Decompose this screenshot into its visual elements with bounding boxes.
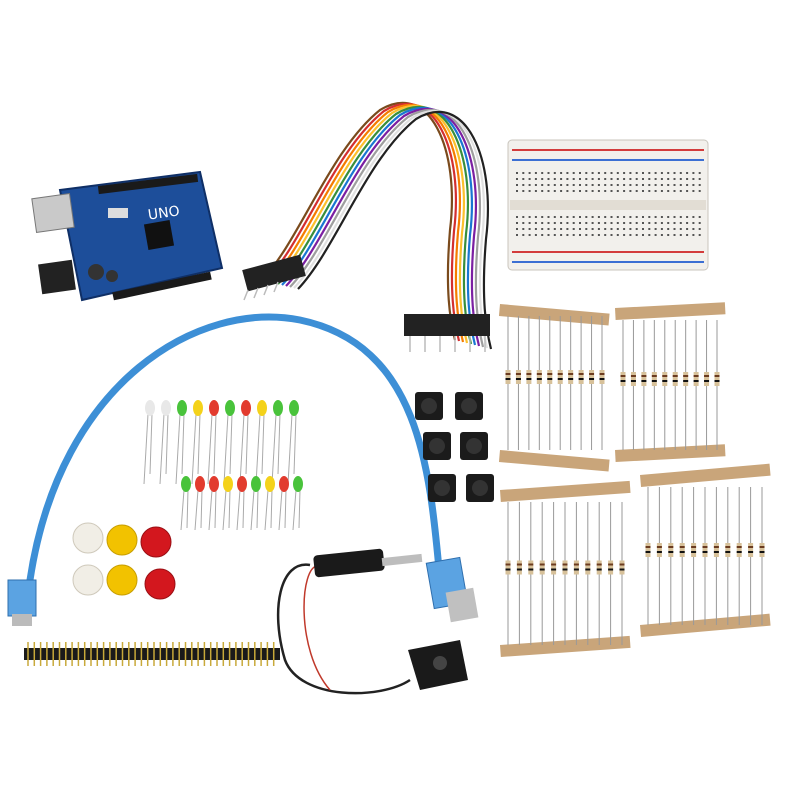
usb-cable xyxy=(7,313,479,626)
led xyxy=(175,400,187,485)
led xyxy=(208,476,219,531)
led xyxy=(236,476,247,531)
9v-battery-snap-cable xyxy=(276,548,468,695)
resistor-pack xyxy=(614,302,726,462)
tactile-button xyxy=(466,474,494,502)
jumper-wire-bundle xyxy=(242,102,493,352)
mini-breadboard xyxy=(507,139,709,271)
led-assortment xyxy=(143,400,303,531)
led xyxy=(194,476,205,531)
led xyxy=(222,476,233,531)
led xyxy=(278,476,289,531)
male-pin-header-strip xyxy=(24,642,280,666)
led xyxy=(223,400,235,485)
tactile-buttons xyxy=(415,392,494,502)
resistor-pack xyxy=(498,304,610,472)
resistor-pack xyxy=(640,463,771,637)
board-label: UNO xyxy=(147,203,181,223)
led xyxy=(180,476,191,531)
led xyxy=(143,400,155,485)
led xyxy=(191,400,203,485)
led xyxy=(239,400,251,485)
led xyxy=(255,400,267,485)
led xyxy=(292,476,303,531)
tactile-button xyxy=(415,392,443,420)
led xyxy=(250,476,261,531)
button-caps xyxy=(72,522,176,600)
arduino-uno-board: UNO xyxy=(31,170,224,302)
led xyxy=(264,476,275,531)
tactile-button xyxy=(460,432,488,460)
resistor-pack xyxy=(499,480,631,657)
led xyxy=(271,400,283,485)
led xyxy=(287,400,299,485)
resistor-packs xyxy=(498,302,771,657)
led xyxy=(159,400,171,485)
tactile-button xyxy=(455,392,483,420)
led xyxy=(207,400,219,485)
tactile-button xyxy=(428,474,456,502)
tactile-button xyxy=(423,432,451,460)
